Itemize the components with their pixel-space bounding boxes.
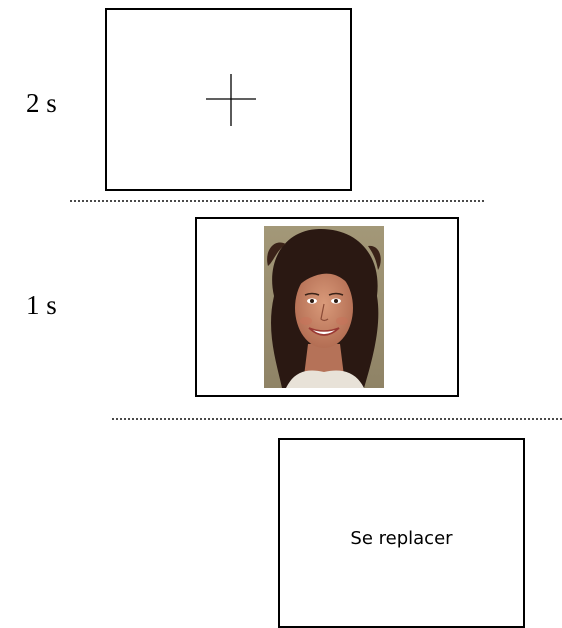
stage2-duration-label: 1 s: [26, 290, 57, 320]
face-photo: [264, 226, 384, 388]
fixation-screen: [105, 8, 352, 191]
separator-2: [112, 418, 562, 420]
prompt-screen: Se replacer: [278, 438, 525, 628]
face-stimulus-screen: [195, 217, 459, 397]
fixation-cross-icon: [206, 74, 256, 126]
stage1-duration-label: 2 s: [26, 88, 57, 118]
prompt-text: Se replacer: [350, 528, 453, 549]
smiling-face-image: [264, 226, 384, 388]
separator-1: [70, 200, 484, 202]
